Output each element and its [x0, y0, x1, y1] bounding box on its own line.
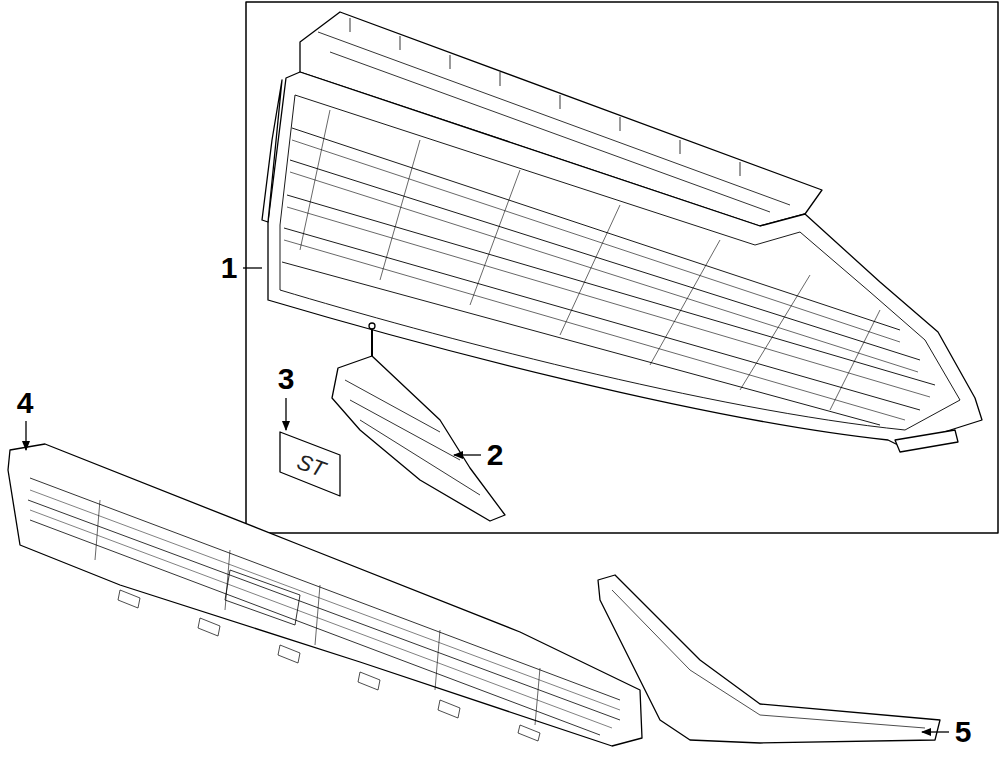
lower-grille — [8, 444, 642, 746]
st-badge — [280, 432, 340, 496]
callout-number: 1 — [221, 253, 238, 283]
leader-line — [26, 268, 949, 732]
grille-trim — [612, 590, 925, 728]
emblem-bracket — [332, 323, 505, 521]
callout-number: 4 — [17, 388, 34, 418]
callout-number: 2 — [487, 440, 504, 470]
grille-trim — [598, 575, 940, 743]
callout-number: 3 — [278, 364, 295, 394]
callout-number: 5 — [955, 717, 972, 747]
group-frame — [246, 2, 998, 533]
